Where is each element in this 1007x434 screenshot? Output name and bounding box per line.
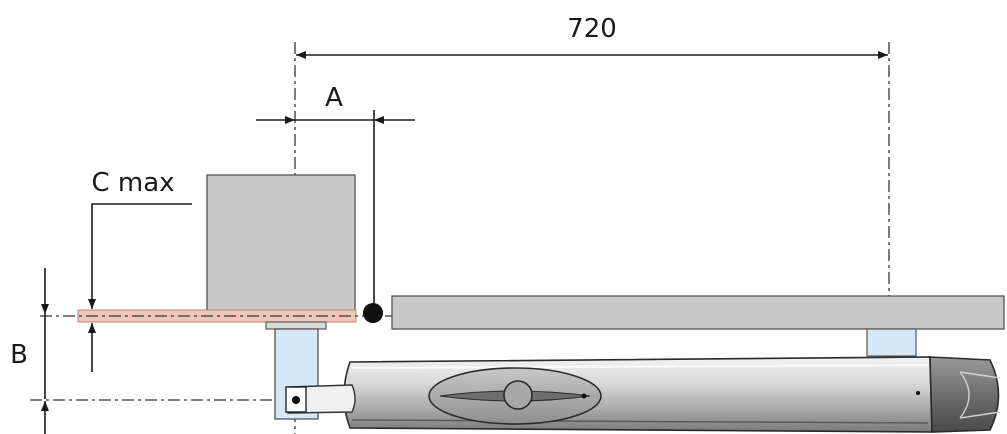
gate-hinge-pivot <box>363 303 383 323</box>
dimension-c-max: C max <box>88 168 192 372</box>
dimension-720: 720 <box>296 14 888 59</box>
gate-bracket <box>866 328 917 357</box>
dimension-b: B <box>10 268 49 434</box>
dimension-720-label: 720 <box>567 14 617 44</box>
gate-leaf <box>391 295 1005 330</box>
pillar-block <box>206 174 356 314</box>
wall-bracket <box>265 321 356 420</box>
dimension-b-label: B <box>10 340 28 370</box>
dimension-c-max-label: C max <box>91 168 174 198</box>
dimension-a: A <box>256 83 415 305</box>
operator-arm <box>343 356 1001 433</box>
dimension-a-label: A <box>325 83 343 113</box>
